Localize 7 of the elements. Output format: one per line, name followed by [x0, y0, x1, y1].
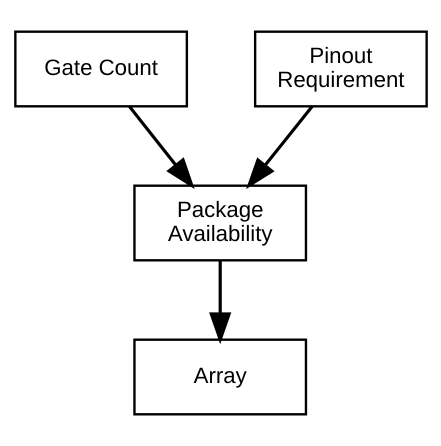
arrow [208, 260, 231, 344]
node-box: Pinout Requirement [253, 30, 428, 108]
arrow [128, 105, 194, 190]
node-box: Gate Count [14, 30, 188, 108]
arrow [246, 105, 314, 190]
node-box: Package Availability [132, 184, 307, 262]
node-box: Array [132, 338, 307, 416]
